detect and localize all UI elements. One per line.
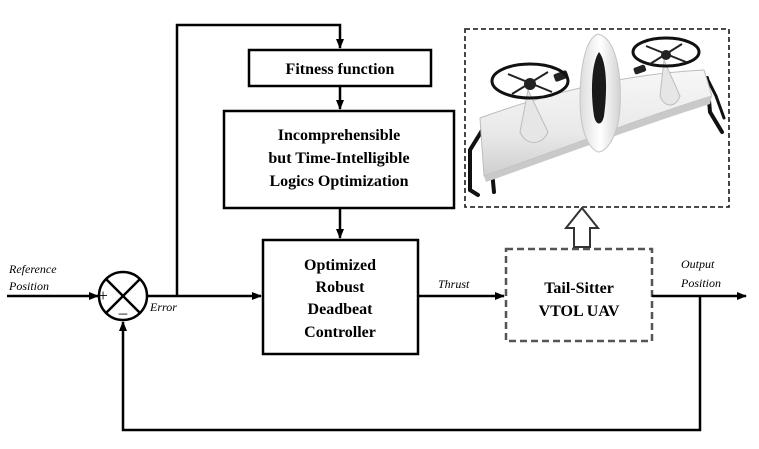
optimization-label-line-2: but Time-Intelligible <box>268 150 409 167</box>
output-label-line-1: Output <box>681 257 715 271</box>
optimization-block: Incomprehensible but Time-Intelligible L… <box>222 109 456 210</box>
minus-sign: – <box>118 303 128 322</box>
fitness-function-label: Fitness function <box>286 61 395 78</box>
fitness-function-block: Fitness function <box>247 48 433 88</box>
reference-label-line-1: Reference <box>8 262 57 276</box>
signal-lines <box>7 23 747 432</box>
feedback-loop-arrow <box>119 296 702 432</box>
hollow-up-arrow-icon <box>563 206 601 248</box>
error-tap-to-fitness-arrow <box>175 23 344 296</box>
error-label: Error <box>149 300 177 314</box>
plus-sign: + <box>98 286 108 305</box>
controller-label-line-1: Optimized <box>304 257 376 274</box>
controller-label-line-3: Deadbeat <box>308 301 374 318</box>
controller-block: Optimized Robust Deadbeat Controller <box>261 238 420 356</box>
uav-plant-block: Tail-Sitter VTOL UAV <box>504 247 654 343</box>
plant-label-line-2: VTOL UAV <box>539 303 620 320</box>
summing-junction: + – <box>97 270 149 322</box>
optimization-label-line-3: Logics Optimization <box>269 173 408 190</box>
reference-label-line-2: Position <box>8 279 49 293</box>
tail-sitter-vtol-uav-image <box>468 33 726 197</box>
thrust-label: Thrust <box>438 277 470 291</box>
controller-label-line-2: Robust <box>316 279 366 296</box>
controller-label-line-4: Controller <box>304 324 376 341</box>
plant-label-line-1: Tail-Sitter <box>544 280 614 297</box>
output-label-line-2: Position <box>680 276 721 290</box>
optimization-label-line-1: Incomprehensible <box>278 127 400 144</box>
